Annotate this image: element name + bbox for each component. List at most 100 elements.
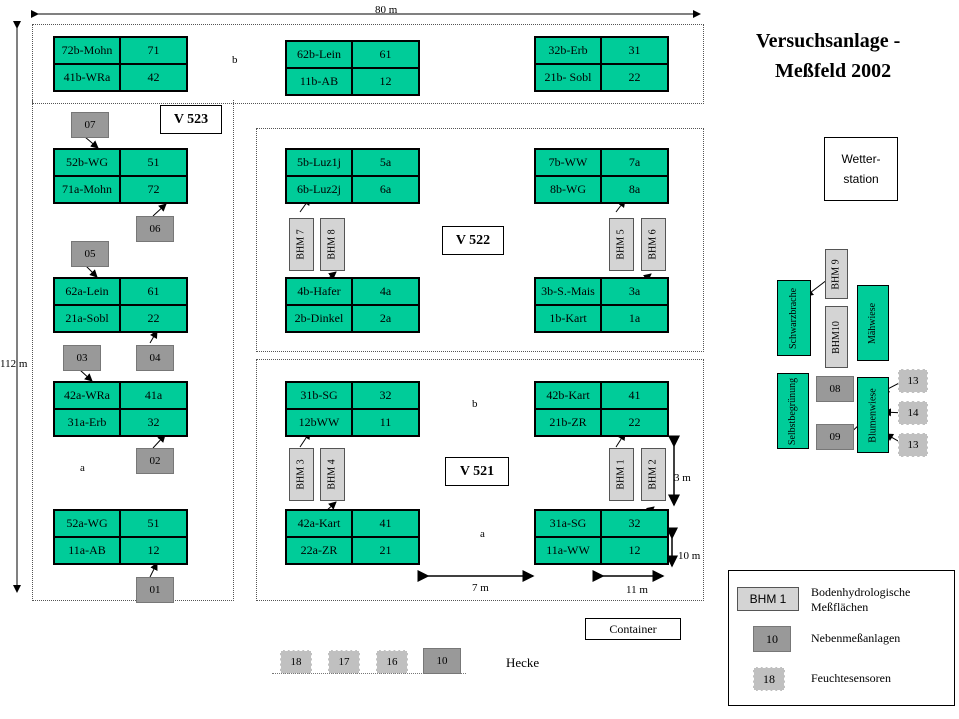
plot-cell: 11	[352, 409, 419, 436]
bhm-label: BHM 4	[327, 459, 339, 490]
legend-bhm-text1: Bodenhydrologische	[811, 585, 911, 599]
plot-cell: 11a-WW	[535, 537, 601, 564]
plot-cell: 41	[601, 382, 668, 409]
side-plot-label: Mähwiese	[867, 302, 879, 344]
bhm-1: BHM 1	[609, 448, 634, 501]
plot-cell: 2b-Dinkel	[286, 305, 352, 332]
plot-cell: 21b- Sobl	[535, 64, 601, 91]
weather-station: Wetter- station	[824, 137, 898, 201]
dimension-7m: 7 m	[472, 582, 489, 594]
plot-cell: 42a-Kart	[286, 510, 352, 537]
sensor-box-13b: 13	[898, 433, 928, 457]
legend: BHM 1 Bodenhydrologische Meßflächen 10 N…	[728, 570, 955, 706]
bhm-label: BHM 8	[327, 229, 339, 260]
plot-cell: 21b-ZR	[535, 409, 601, 436]
plot-cell: 8b-WG	[535, 176, 601, 203]
side-plot-label: Blumenwiese	[867, 387, 879, 443]
plot-cell: 21a-Sobl	[54, 305, 120, 332]
plot-cell: 12bWW	[286, 409, 352, 436]
bhm-label: BHM 1	[616, 459, 628, 490]
plot-cell: 21	[352, 537, 419, 564]
bhm-label: BHM 5	[616, 229, 628, 260]
plot-cell: 71a-Mohn	[54, 176, 120, 203]
legend-bhm-swatch: BHM 1	[737, 587, 799, 611]
legend-neben-swatch: 10	[753, 626, 791, 652]
plot-cell: 31a-Erb	[54, 409, 120, 436]
bhm-10: BHM10	[825, 306, 848, 368]
bhm-label: BHM 6	[648, 229, 660, 260]
neben-box-09: 09	[816, 424, 854, 450]
neben-box-02: 02	[136, 448, 174, 474]
plot-cell: 12	[601, 537, 668, 564]
plot-cell: 42	[120, 64, 187, 91]
plot-cell: 11a-AB	[54, 537, 120, 564]
plot-cell: 42a-WRa	[54, 382, 120, 409]
area-a-left: a	[80, 462, 85, 474]
area-b-top: b	[232, 54, 238, 66]
plot-cell: 42b-Kart	[535, 382, 601, 409]
area-b-mid: b	[472, 398, 478, 410]
plot-cell: 32	[352, 382, 419, 409]
plot-cell: 31	[601, 37, 668, 64]
bhm-label: BHM 9	[831, 258, 843, 290]
neben-box-01: 01	[136, 577, 174, 603]
container-box: Container	[585, 618, 681, 640]
neben-box-07: 07	[71, 112, 109, 138]
sensor-box-17: 17	[328, 650, 360, 674]
title-line1: Versuchsanlage -	[756, 30, 901, 52]
v522-label: V 522	[442, 226, 504, 255]
plot-cell: 22	[601, 409, 668, 436]
plot-cell: 51	[120, 149, 187, 176]
neben-box-05: 05	[71, 241, 109, 267]
plot-cell: 11b-AB	[286, 68, 352, 95]
plot-cell: 1b-Kart	[535, 305, 601, 332]
plot-cell: 7a	[601, 149, 668, 176]
plot-cell: 12	[120, 537, 187, 564]
bhm-2: BHM 2	[641, 448, 666, 501]
plot-cell: 8a	[601, 176, 668, 203]
plot-cell: 72b-Mohn	[54, 37, 120, 64]
plot-cell: 3b-S.-Mais	[535, 278, 601, 305]
width-dimension-label: 80 m	[375, 4, 398, 16]
plot-cell: 2a	[352, 305, 419, 332]
plot-cell: 32b-Erb	[535, 37, 601, 64]
plot-cell: 62a-Lein	[54, 278, 120, 305]
bhm-5: BHM 5	[609, 218, 634, 271]
neben-box-04: 04	[136, 345, 174, 371]
plot-cell: 3a	[601, 278, 668, 305]
hecke-line	[272, 673, 466, 674]
plot-cell: 72	[120, 176, 187, 203]
field-boundary-v521	[256, 359, 704, 601]
neben-box-08: 08	[816, 376, 854, 402]
plot-cell: 62b-Lein	[286, 41, 352, 68]
plot-cell: 22	[601, 64, 668, 91]
plot-selbstbegruenung: Selbstbegrünung	[777, 373, 809, 449]
neben-box-06: 06	[136, 216, 174, 242]
dimension-10m: 10 m	[678, 550, 701, 562]
plot-cell: 5a	[352, 149, 419, 176]
plot-cell: 31a-SG	[535, 510, 601, 537]
bhm-label: BHM10	[831, 320, 843, 354]
plot-cell: 5b-Luz1j	[286, 149, 352, 176]
plot-cell: 12	[352, 68, 419, 95]
plot-cell: 1a	[601, 305, 668, 332]
plot-cell: 22	[120, 305, 187, 332]
plot-cell: 41	[352, 510, 419, 537]
plot-cell: 61	[352, 41, 419, 68]
sensor-box-13a: 13	[898, 369, 928, 393]
legend-neben-text: Nebenmeßanlagen	[811, 631, 901, 645]
bhm-label: BHM 2	[648, 459, 660, 490]
field-boundary-top	[32, 24, 704, 104]
bhm-7: BHM 7	[289, 218, 314, 271]
